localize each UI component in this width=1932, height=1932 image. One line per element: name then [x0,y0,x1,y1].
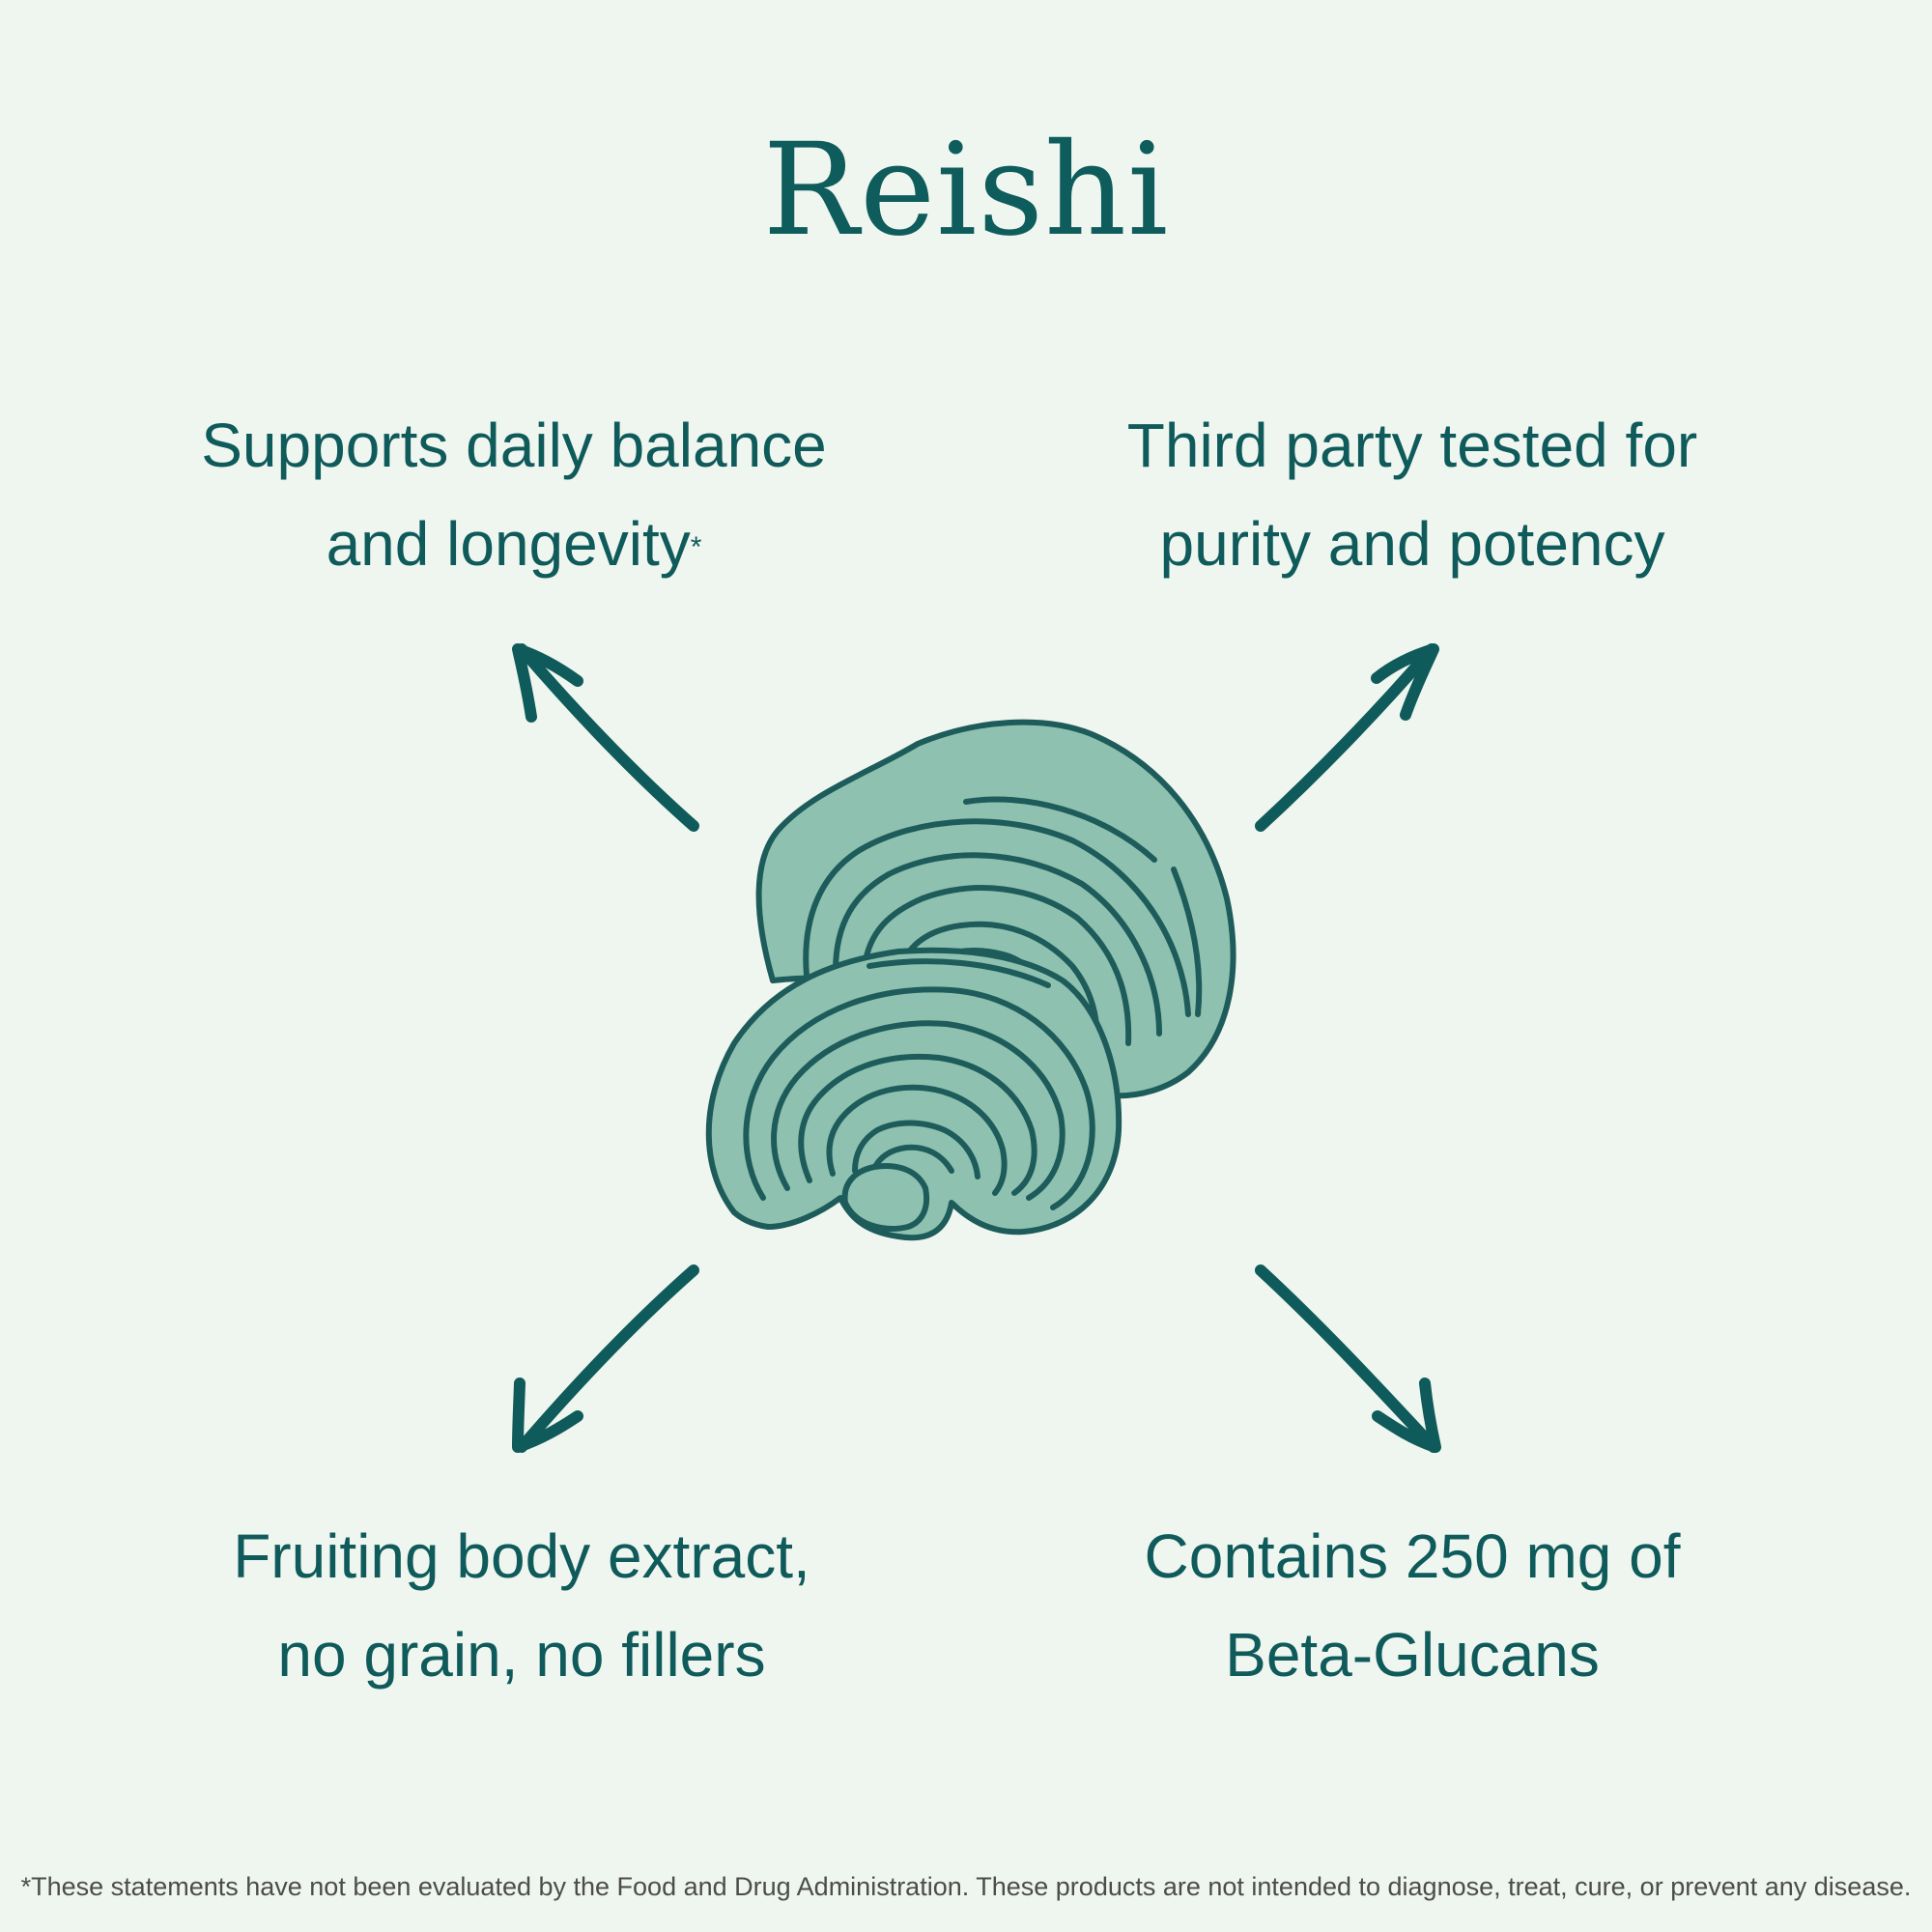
benefit-line: Third party tested for [1126,411,1698,480]
arrow-down-right-icon [1255,1264,1441,1453]
benefit-text: Supports daily balance [201,411,827,480]
back-cap-rings [803,796,1203,1051]
benefit-third-party-tested: Third party tested for purity and potenc… [1016,396,1808,593]
arrow-up-left-icon [512,643,699,832]
arrow-up-right-icon [1255,643,1439,832]
benefit-line: Fruiting body extract, [233,1521,810,1591]
stem [841,1163,929,1232]
arrows [512,643,1441,1453]
benefit-beta-glucans: Contains 250 mg of Beta-Glucans [1016,1507,1808,1704]
benefit-line: Contains 250 mg of [1144,1521,1681,1591]
footnote-mark: * [690,531,702,563]
benefit-balance-longevity: Supports daily balance and longevity* [118,396,910,593]
benefit-line: Beta-Glucans [1225,1620,1600,1690]
benefit-line: Supports daily balance [118,396,910,495]
front-cap-rings [743,958,1095,1210]
reishi-mushroom-icon [705,719,1236,1241]
arrow-down-left-icon [512,1264,699,1453]
benefit-line: purity and potency [1159,509,1665,579]
benefit-text: and longevity [326,509,691,579]
benefit-line: and longevity* [118,495,910,593]
fda-disclaimer: *These statements have not been evaluate… [20,1872,1912,1901]
benefit-fruiting-body: Fruiting body extract, no grain, no fill… [126,1507,918,1704]
benefit-line: no grain, no fillers [277,1620,766,1690]
page-title: Reishi [762,116,1170,265]
